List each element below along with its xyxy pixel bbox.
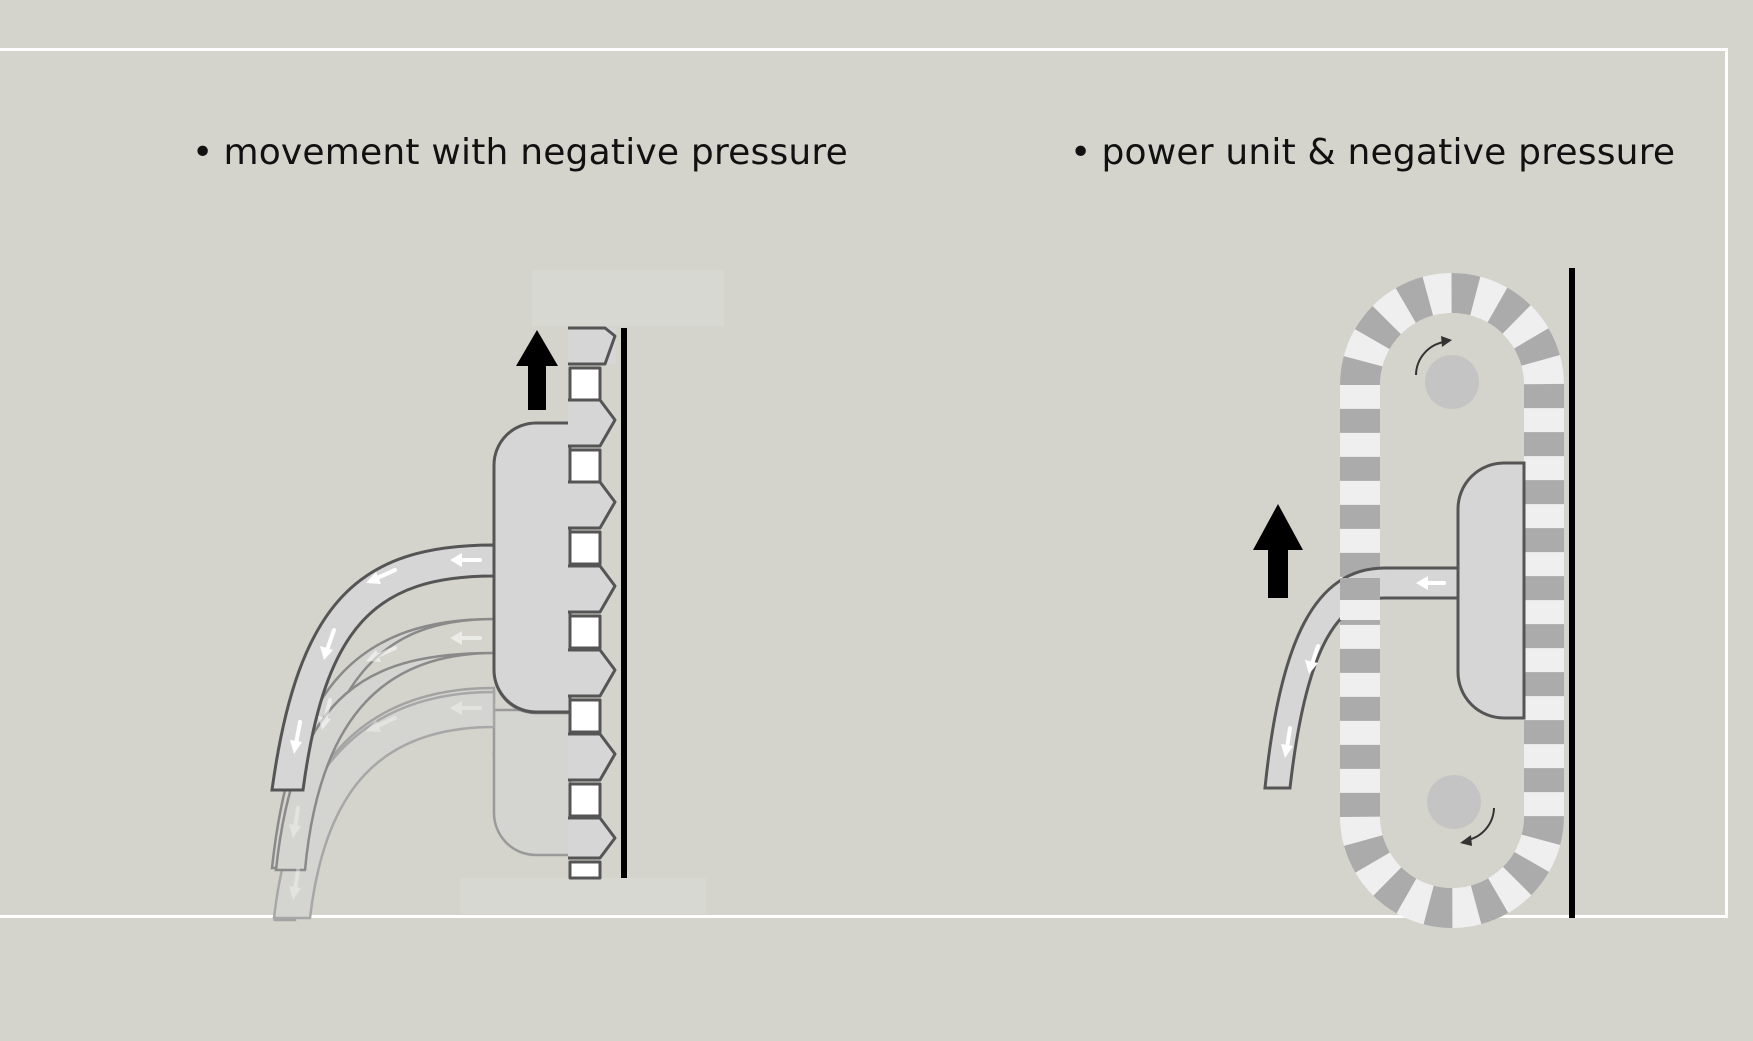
airflow-arrow-icon (450, 553, 482, 567)
movement-up-arrow-icon (516, 330, 558, 410)
caterpillar-track (1340, 273, 1564, 928)
airflow-arrow-icon (366, 568, 397, 584)
caption-power-unit-negative-pressure: •power unit & negative pressure (1070, 132, 1676, 173)
track-segment (1340, 600, 1380, 620)
vacuum-hose (270, 543, 496, 792)
suction-cup (1456, 461, 1526, 720)
right-illustration (1253, 268, 1575, 928)
rotation-arrow-bottom-icon (1460, 807, 1495, 846)
ghost-hose (274, 651, 495, 872)
airflow-arrow-faded-icon (318, 631, 482, 730)
suction-cup (492, 421, 572, 714)
airflow-arrow-icon (290, 720, 302, 754)
caption-movement-negative-pressure: •movement with negative pressure (192, 132, 848, 173)
airflow-arrow-icon (1416, 576, 1446, 590)
rail-pads (568, 326, 617, 880)
faint-highlight-top (532, 270, 724, 326)
drive-roller-top (1425, 355, 1479, 409)
airflow-arrows (289, 553, 482, 900)
airflow-arrows (1281, 576, 1446, 758)
airflow-arrow-icon (1305, 644, 1320, 674)
faint-highlight-bottom (460, 878, 706, 914)
panel-frame (0, 48, 1728, 918)
ghost-hose (272, 690, 496, 920)
left-illustration (270, 270, 724, 922)
rotation-arrow-top-icon (1415, 336, 1452, 376)
ghost-suction-cup (492, 708, 572, 857)
drive-roller-bottom (1427, 775, 1481, 829)
track-segment (1340, 578, 1380, 600)
movement-up-arrow-icon (1253, 504, 1303, 598)
airflow-arrow-faded-icon (289, 701, 482, 900)
airflow-arrow-icon (320, 628, 336, 660)
airflow-arrow-icon (1281, 726, 1293, 758)
